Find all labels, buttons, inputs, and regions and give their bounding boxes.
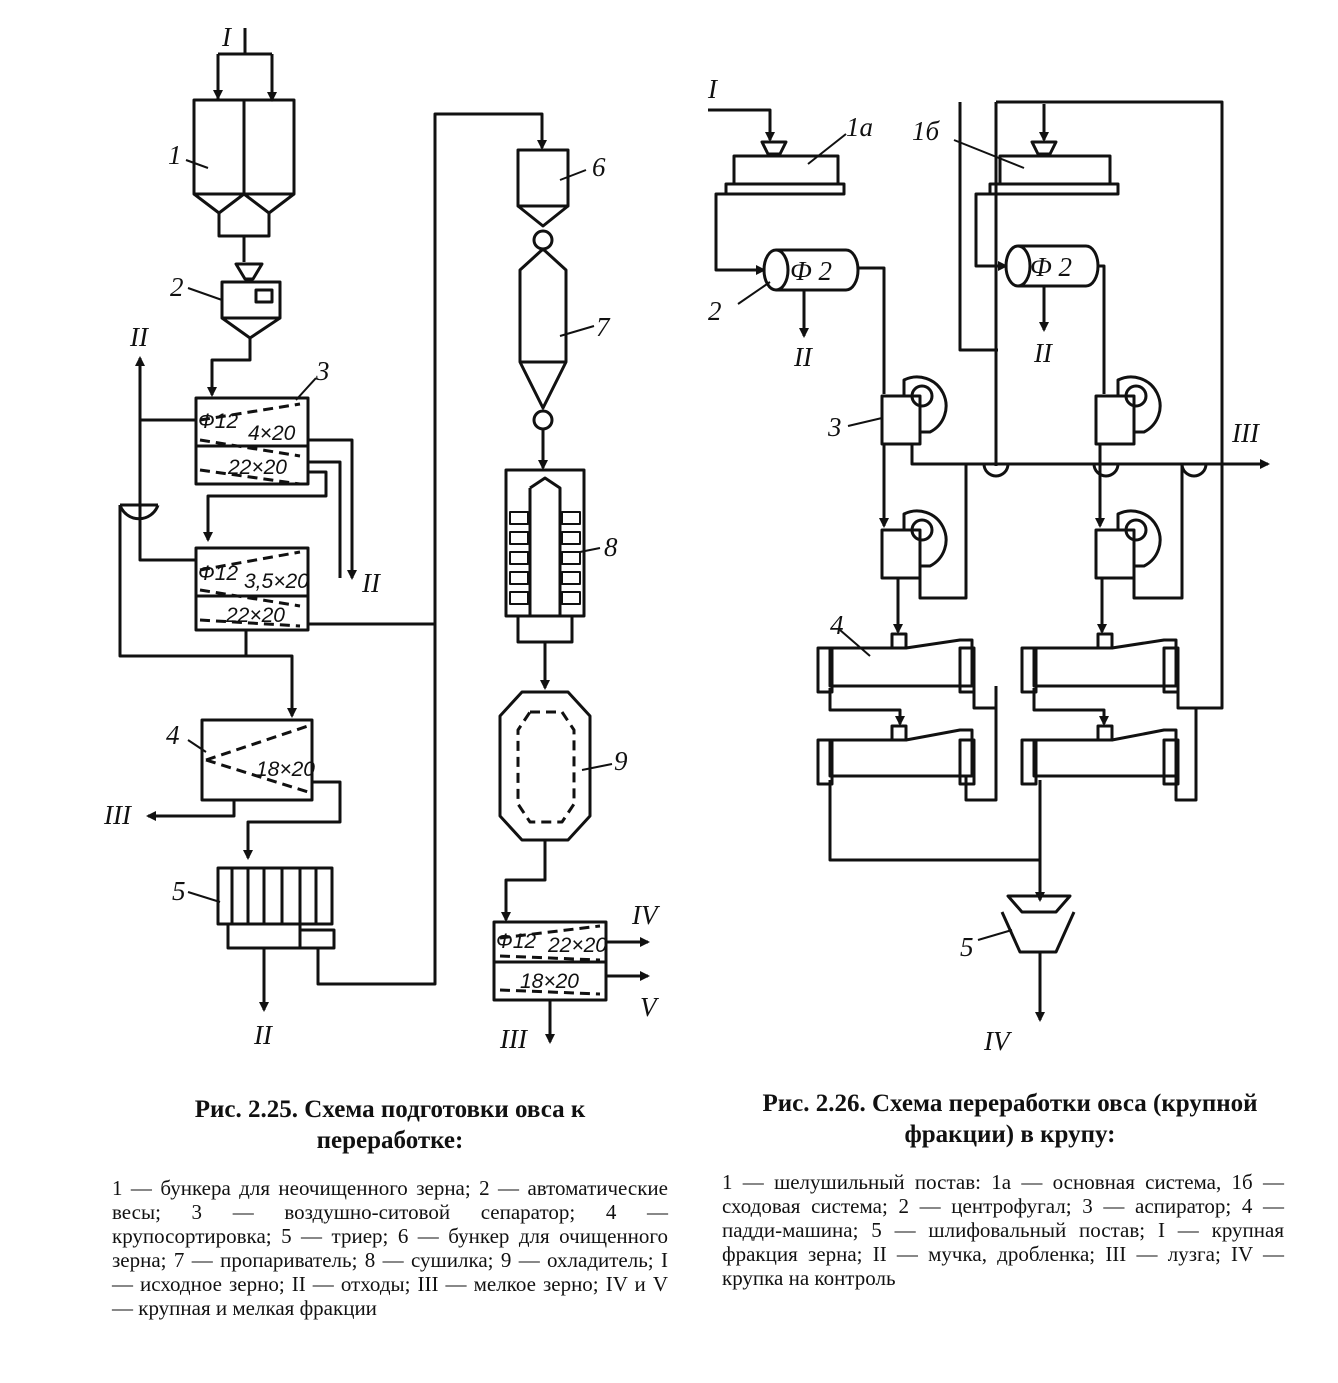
sieve-22x20-a: 22×20 (227, 456, 287, 479)
label-26-5: 5 (960, 932, 974, 962)
centrifugal-2a (762, 248, 860, 292)
grinder-5 (1000, 894, 1076, 954)
label-26-III: III (1231, 418, 1261, 448)
bunkers-1 (192, 98, 296, 238)
label-1: 1 (168, 140, 182, 170)
fig26-leaders (737, 133, 1025, 941)
sieve-phi12-c: Ф12 (496, 930, 536, 953)
label-26-I: I (707, 74, 719, 104)
label-26-2: 2 (708, 296, 722, 326)
scales-2 (220, 262, 282, 340)
sieve-4x20: 4×20 (248, 422, 296, 445)
fig26-diagram (708, 100, 1270, 1022)
label-centrifugal-a: Ф 2 (790, 256, 832, 286)
sieve-18x20-a: 18×20 (256, 758, 315, 781)
label-9: 9 (614, 746, 628, 776)
sieve-18x20-b: 18×20 (520, 970, 579, 993)
label-26-II-b: II (1033, 338, 1054, 368)
fig26-caption: Рис. 2.26. Схема переработки овса (крупн… (762, 1090, 1258, 1148)
aspirator-3d (1094, 509, 1162, 580)
dryer-8 (504, 468, 586, 644)
label-III-b: III (499, 1024, 529, 1054)
trier-5 (216, 866, 336, 950)
bunker-6 (516, 148, 570, 251)
label-26-3: 3 (827, 412, 842, 442)
label-26-IV: IV (983, 1026, 1013, 1056)
label-26-4: 4 (830, 610, 844, 640)
aspirator-3c (880, 509, 948, 580)
label-centrifugal-b: Ф 2 (1030, 252, 1072, 282)
label-II-a: II (129, 322, 150, 352)
fig25-legend: 1 — бункера для неочищенного зерна; 2 — … (112, 1176, 668, 1320)
paddy-machine-4b (1020, 632, 1180, 786)
sieve-3-5x20: 3,5×20 (244, 570, 309, 593)
fig26-legend: 1 — шелушильный постав: 1а — основная си… (722, 1170, 1284, 1290)
sieve-phi12-b: Ф12 (198, 562, 238, 585)
label-1a: 1а (846, 112, 873, 142)
label-4: 4 (166, 720, 180, 750)
huller-1a (724, 140, 846, 196)
aspirator-3b (1094, 375, 1162, 446)
separator-3b (194, 546, 310, 632)
label-V: V (640, 992, 660, 1022)
grader-4 (200, 718, 314, 802)
label-II-b: II (361, 568, 382, 598)
aspirator-3a (880, 375, 948, 446)
sieve-phi12-a: Ф12 (198, 410, 238, 433)
label-26-II-a: II (793, 342, 814, 372)
label-1b: 1б (912, 116, 941, 146)
label-II-c: II (253, 1020, 274, 1050)
huller-1b (988, 140, 1120, 196)
label-2: 2 (170, 272, 184, 302)
label-7: 7 (596, 312, 611, 342)
centrifugal-2b (1004, 244, 1100, 288)
fig25-leaders (185, 159, 613, 903)
fig25-diagram (118, 28, 650, 1044)
sieve-22x20-b: 22×20 (225, 604, 285, 627)
label-III-a: III (103, 800, 133, 830)
paddy-machine-4a (816, 632, 976, 786)
label-I: I (221, 22, 233, 52)
label-5: 5 (172, 876, 186, 906)
label-IV: IV (631, 900, 661, 930)
label-6: 6 (592, 152, 606, 182)
cooler-9 (498, 690, 592, 842)
feed-arrow (216, 28, 272, 100)
fig25-caption: Рис. 2.25. Схема подготовки овса к перер… (194, 1096, 586, 1154)
sieve-22x20-c: 22×20 (547, 934, 607, 957)
diagrams: I 1 2 3 II II 4 III 5 II 6 7 8 9 IV V II… (103, 22, 1270, 1056)
steamer-7 (518, 247, 568, 431)
label-8: 8 (604, 532, 618, 562)
label-3: 3 (315, 356, 330, 386)
